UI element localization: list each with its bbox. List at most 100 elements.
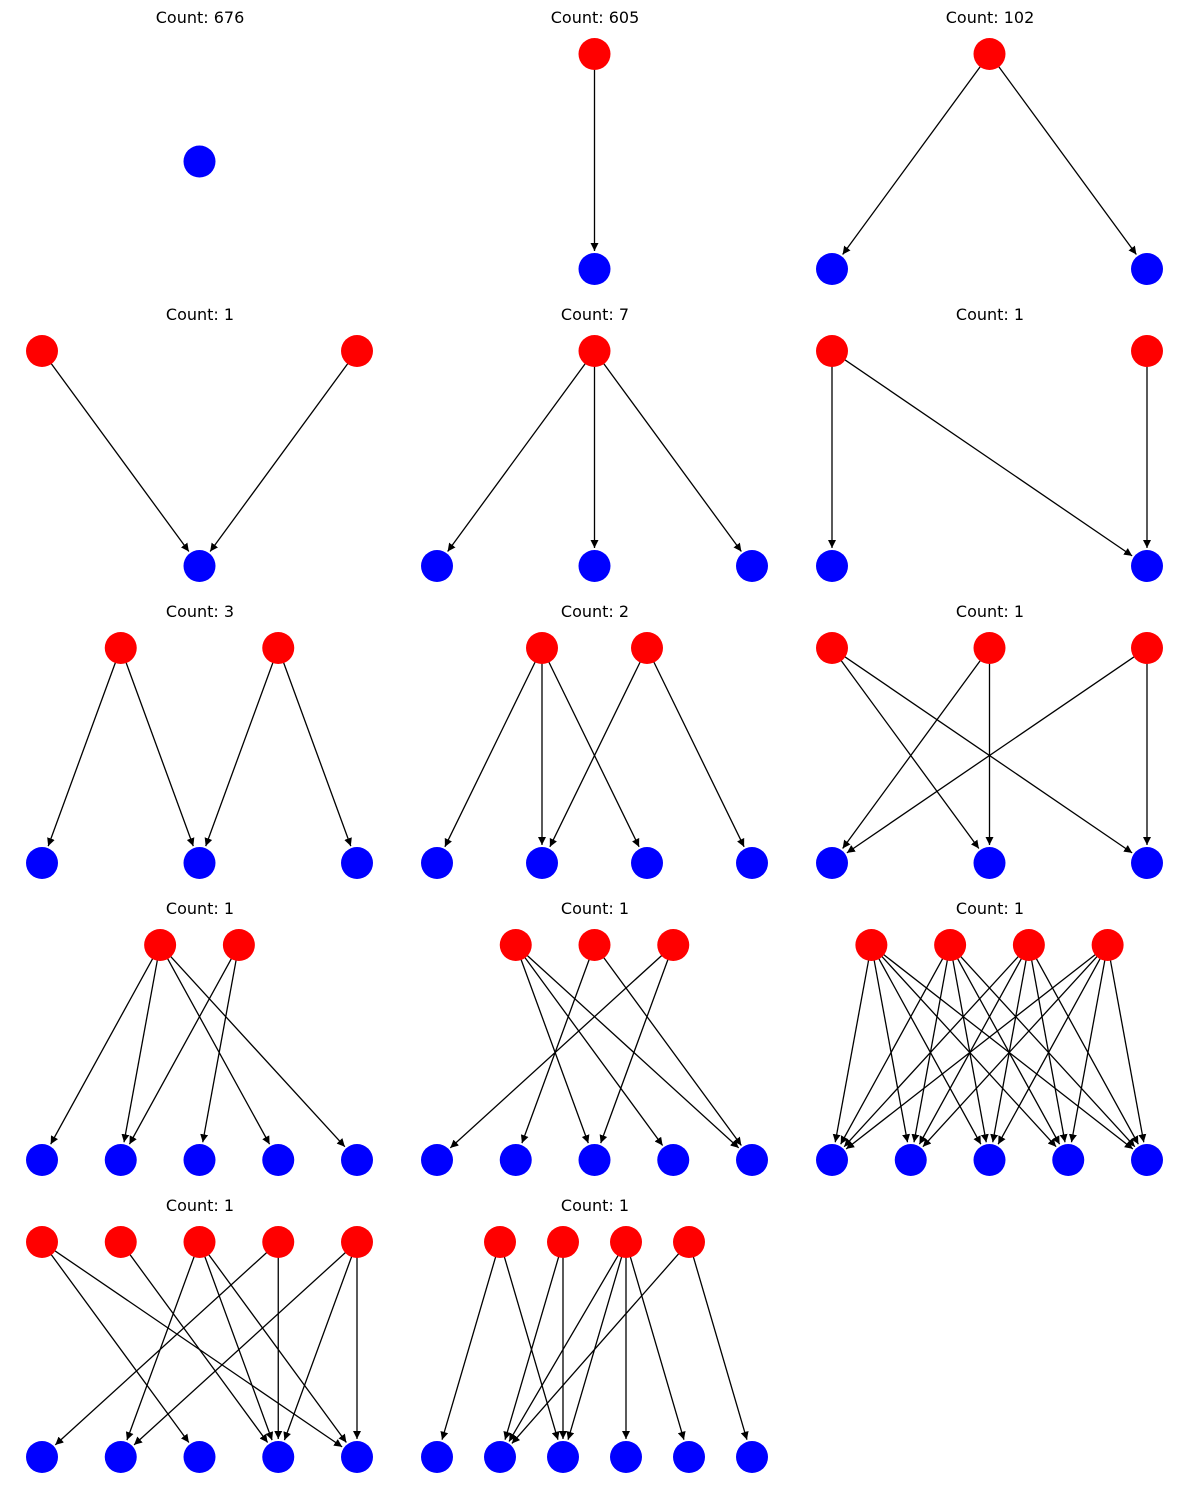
edge-arrow <box>50 953 157 1145</box>
source-node <box>341 1226 373 1258</box>
target-node <box>736 1144 768 1176</box>
nodes-layer <box>26 38 1163 1473</box>
panel-title: Count: 2 <box>560 602 630 621</box>
panel-title: Count: 1 <box>560 1196 630 1215</box>
source-node <box>341 335 373 367</box>
source-node <box>1131 632 1163 664</box>
edge-arrow <box>911 954 950 1143</box>
target-node <box>421 550 453 582</box>
target-node <box>104 1441 137 1473</box>
source-node <box>183 1226 216 1258</box>
target-node <box>736 847 768 879</box>
source-node <box>934 929 967 961</box>
source-node <box>484 1226 516 1258</box>
target-node <box>183 1441 216 1473</box>
target-node <box>1131 847 1163 879</box>
edge-arrow <box>449 950 667 1149</box>
panel-title: Count: 1 <box>165 305 235 324</box>
panel-title: Count: 1 <box>955 899 1025 918</box>
source-node <box>26 335 58 367</box>
edge-arrow <box>832 954 871 1143</box>
target-node <box>736 550 768 582</box>
edge-arrow <box>164 953 271 1145</box>
edge-arrow <box>842 655 985 849</box>
target-node <box>631 847 663 879</box>
edge-arrow <box>209 358 352 552</box>
edge-arrow <box>125 1250 197 1441</box>
edge-arrow <box>922 951 1102 1148</box>
target-node <box>183 1144 216 1176</box>
edge-arrow <box>283 1250 355 1441</box>
source-node <box>262 1226 295 1258</box>
panel-title: Count: 1 <box>165 1196 235 1215</box>
edge-arrow <box>566 1251 624 1440</box>
source-node <box>526 632 558 664</box>
edge-arrow <box>691 1251 749 1440</box>
edge-arrow <box>837 655 980 849</box>
target-node <box>973 847 1006 879</box>
target-node <box>499 1144 532 1176</box>
edge-arrow <box>840 953 947 1145</box>
edge-arrow <box>628 1251 686 1440</box>
target-node <box>816 550 848 582</box>
edge-arrow <box>47 656 119 847</box>
edge-arrow <box>545 656 640 848</box>
edge-arrow <box>599 358 742 552</box>
target-node <box>736 1441 768 1473</box>
edge-arrow <box>444 656 539 848</box>
edge-arrow <box>280 656 352 847</box>
edge-arrow <box>918 953 1025 1145</box>
edge-arrow <box>878 950 1134 1150</box>
target-node <box>421 1144 453 1176</box>
edge-arrow <box>121 954 160 1143</box>
edge-arrow <box>522 950 740 1149</box>
edge-arrow <box>839 355 1133 557</box>
edge-arrow <box>200 954 238 1143</box>
source-node <box>657 929 690 961</box>
edge-arrow <box>520 953 592 1144</box>
target-node <box>578 550 611 582</box>
edge-arrow <box>549 656 644 848</box>
target-node <box>1131 253 1163 285</box>
target-node <box>547 1441 579 1473</box>
edge-arrow <box>123 656 195 847</box>
source-node <box>673 1226 705 1258</box>
target-node <box>484 1441 516 1473</box>
source-node <box>578 929 611 961</box>
target-node <box>610 1441 642 1473</box>
target-node <box>183 550 216 582</box>
panel-title: Count: 7 <box>560 305 630 324</box>
edge-arrow <box>503 1251 561 1440</box>
target-node <box>183 145 216 178</box>
edge-arrow <box>128 953 235 1145</box>
edge-arrow <box>508 1249 622 1442</box>
target-node <box>421 847 453 879</box>
target-node <box>341 1441 373 1473</box>
source-node <box>578 335 611 367</box>
edge-arrow <box>599 952 742 1146</box>
edge-arrow <box>133 1247 351 1446</box>
target-node <box>341 847 373 879</box>
edge-arrow <box>204 1249 347 1443</box>
panel-title: Count: 3 <box>165 602 235 621</box>
edge-arrow <box>997 953 1104 1145</box>
edge-arrow <box>599 953 671 1144</box>
edges-layer <box>47 61 1151 1448</box>
target-node <box>816 847 848 879</box>
edge-arrow <box>202 1250 274 1441</box>
target-node <box>421 1441 453 1473</box>
target-node <box>26 1144 58 1176</box>
target-node <box>578 253 611 285</box>
source-node <box>578 38 611 70</box>
target-node <box>183 847 216 879</box>
source-node <box>610 1226 642 1258</box>
target-node <box>341 1144 373 1176</box>
edge-arrow <box>1029 954 1068 1143</box>
source-node <box>144 929 177 961</box>
target-node <box>262 1441 295 1473</box>
edge-arrow <box>204 656 276 847</box>
target-node <box>104 1144 137 1176</box>
edge-arrow <box>650 656 745 848</box>
edge-arrow <box>47 358 190 552</box>
edge-arrow <box>54 1247 272 1446</box>
